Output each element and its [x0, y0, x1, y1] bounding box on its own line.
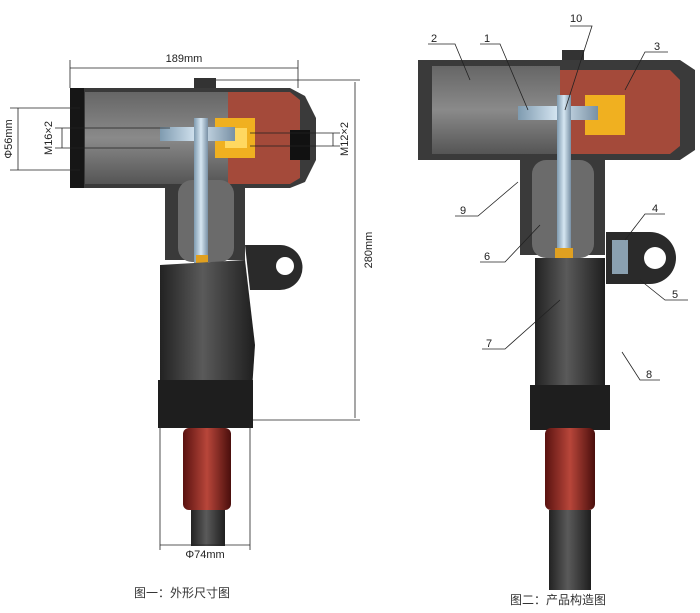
leader-lines: [428, 25, 688, 381]
figure-1-caption: 图一：外形尺寸图: [134, 586, 230, 600]
part-label-7: 7: [486, 338, 492, 350]
part-label-10: 10: [570, 13, 582, 25]
part-label-3: 3: [654, 41, 660, 53]
connector-body: [70, 78, 316, 546]
part-label-1: 1: [484, 33, 490, 45]
dim-width-189: 189mm: [166, 53, 203, 65]
dim-thread-m16: M16×2: [43, 121, 55, 155]
part-label-6: 6: [484, 251, 490, 263]
figure-2-caption: 图二：产品构造图: [510, 592, 606, 607]
dim-thread-m12: M12×2: [339, 122, 351, 156]
figure-2-structure-drawing: 2 1 10 3 9 4 6 5 7 8 图二：产品构造图: [418, 13, 695, 607]
part-label-9: 9: [460, 205, 466, 217]
dim-head-diameter: Φ56mm: [3, 119, 15, 158]
dim-height-280: 280mm: [363, 232, 375, 269]
part-label-4: 4: [652, 203, 658, 215]
part-label-5: 5: [672, 289, 678, 301]
part-label-8: 8: [646, 369, 652, 381]
part-label-2: 2: [431, 33, 437, 45]
figure-1-dimension-drawing: 189mm 280mm Φ56mm M16×2 M12×2 Φ74mm 图一：外…: [3, 53, 375, 600]
dimension-lines: [10, 60, 360, 550]
dim-boot-diameter: Φ74mm: [185, 549, 224, 561]
connector-cutaway: [418, 50, 695, 590]
